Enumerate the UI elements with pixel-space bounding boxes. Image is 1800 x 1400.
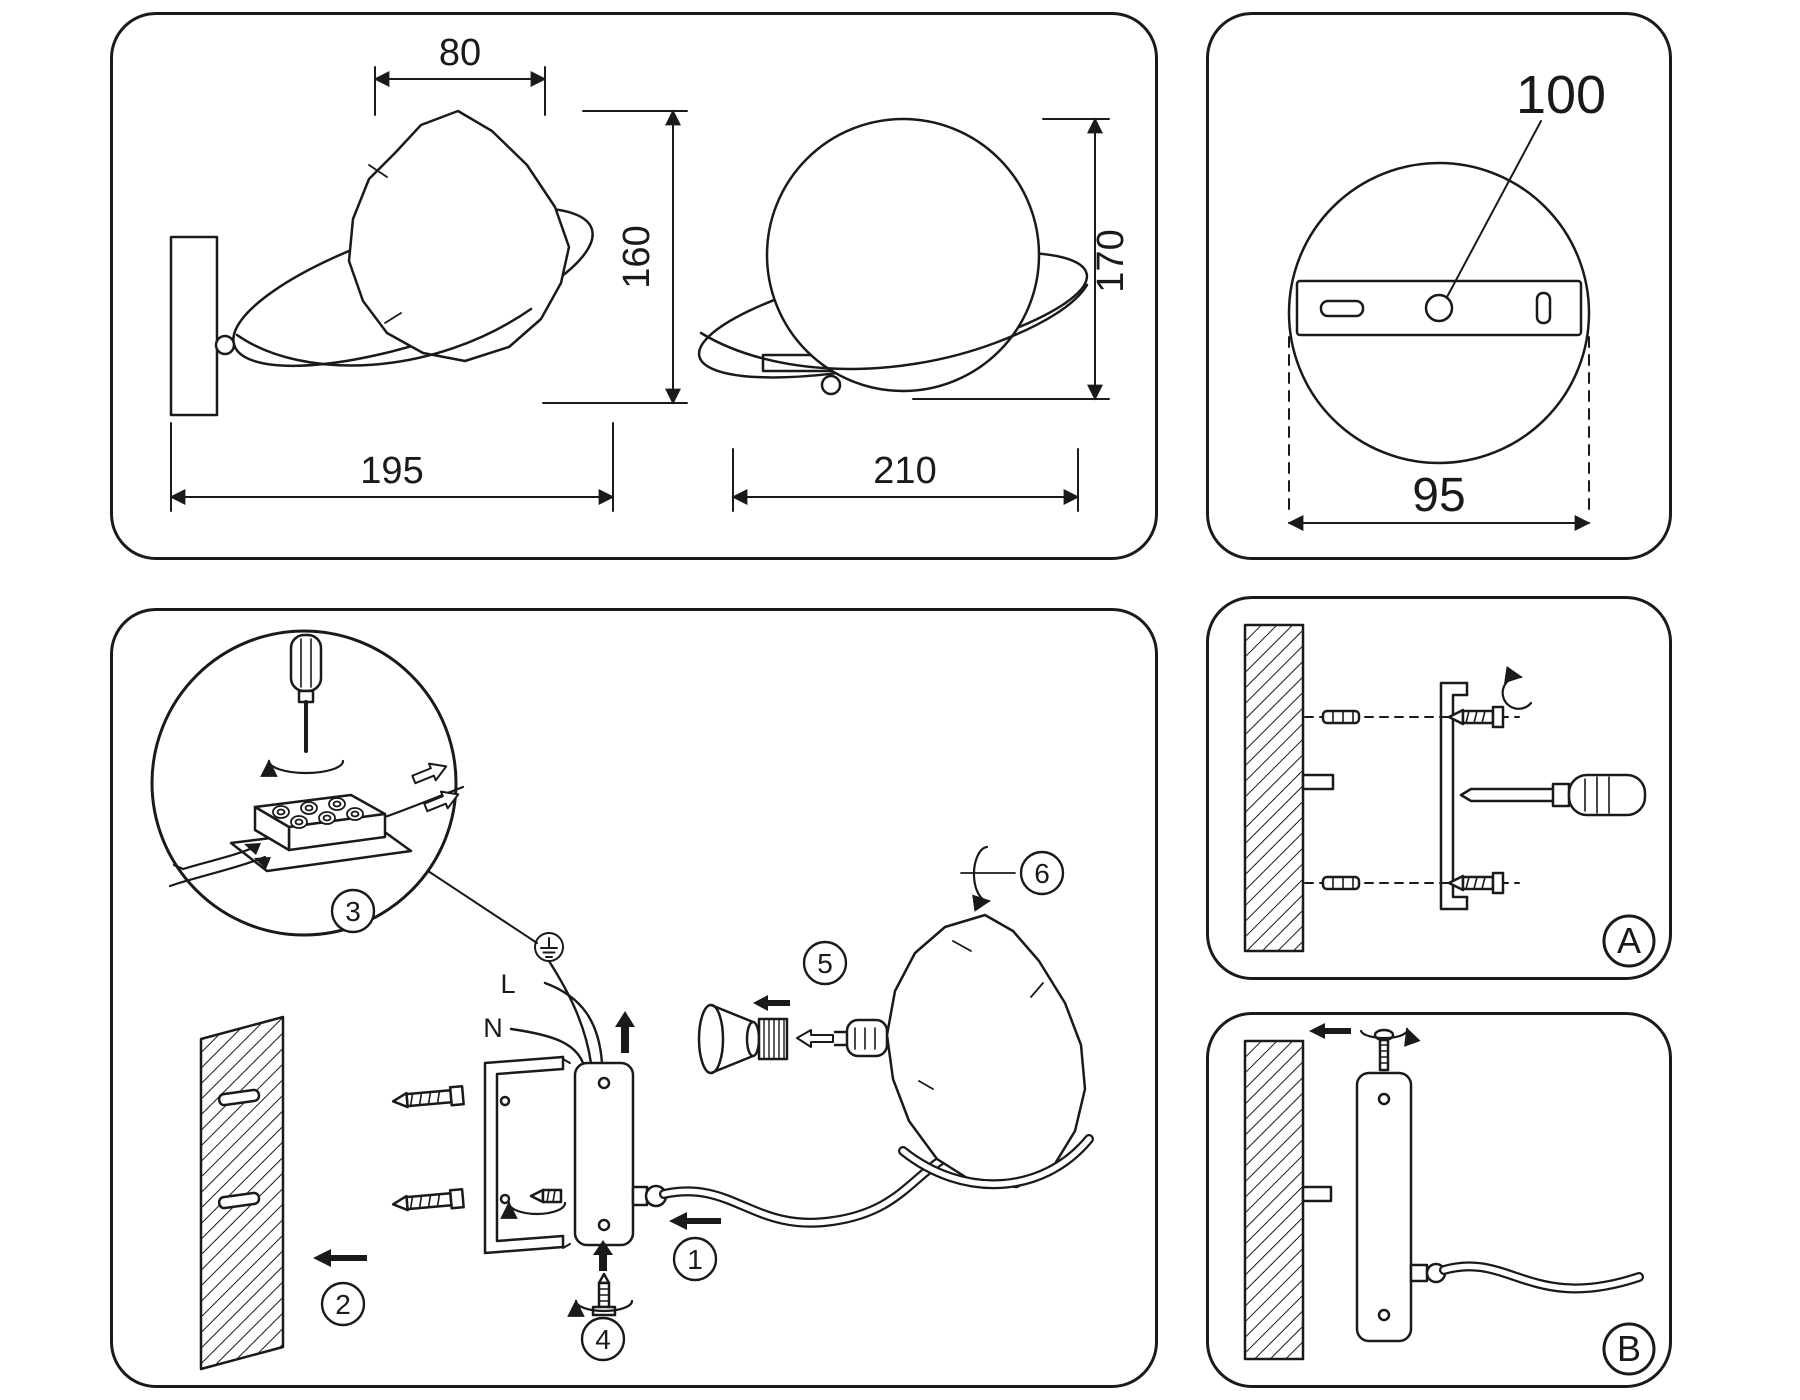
wall-section-a xyxy=(1243,623,1305,953)
wire-arrow-hollow-1 xyxy=(411,762,448,785)
panel-installation: L N 3 2 1 4 5 6 xyxy=(110,608,1158,1388)
ground-icon xyxy=(534,932,564,962)
dim-side-base xyxy=(169,422,615,512)
ring-front-arc xyxy=(235,307,533,367)
wire-arrow-hollow-2 xyxy=(423,790,460,813)
wire-live-label: L xyxy=(500,969,515,999)
dim-label-195: 195 xyxy=(360,450,423,492)
screw-a-top xyxy=(1447,705,1505,729)
detail-a-drawing: A xyxy=(1243,623,1656,968)
rotation-arrow-a xyxy=(1501,665,1533,710)
threaded-socket xyxy=(757,1017,789,1061)
wire-arrow-1 xyxy=(244,843,261,855)
detail-b-drawing: B xyxy=(1243,1023,1656,1376)
step-badge-6 xyxy=(1019,850,1065,896)
mounting-bracket xyxy=(483,1055,576,1255)
step2-arrow-left xyxy=(313,1249,367,1267)
terminal-block xyxy=(229,793,413,873)
step-label-4: 4 xyxy=(595,1324,611,1355)
lamp-arm xyxy=(631,1146,963,1228)
bottom-screw-assembly xyxy=(567,1240,634,1317)
installation-drawing: L N 3 2 1 4 5 6 xyxy=(150,629,1094,1371)
step-badge-1 xyxy=(672,1236,718,1282)
step-label-5: 5 xyxy=(817,948,833,979)
halogen-bulb-icon xyxy=(833,1018,889,1058)
dim-label-170: 170 xyxy=(1090,229,1132,292)
dimensions-drawing: 80 160 195 170 210 xyxy=(169,32,1132,512)
dim-label-80: 80 xyxy=(439,32,481,74)
wire-neutral-label: N xyxy=(483,1013,503,1043)
dim-front-width xyxy=(731,448,1080,512)
magnifier-leader xyxy=(424,868,538,944)
slide-arrow-left xyxy=(1309,1023,1351,1039)
wall-anchor-top xyxy=(1321,709,1361,725)
dim-label-160: 160 xyxy=(616,225,658,288)
ball-joint-front xyxy=(820,374,842,396)
lamp-base-plate xyxy=(573,1061,635,1247)
panel-detail-b: B xyxy=(1206,1012,1672,1388)
lift-arrow-up xyxy=(615,1011,635,1053)
dim-label-210: 210 xyxy=(873,450,936,492)
wall-ledge-b xyxy=(1301,1185,1333,1203)
magnifier-detail xyxy=(150,629,465,937)
panel-dimensions: 80 160 195 170 210 xyxy=(110,12,1158,560)
dim-side-height xyxy=(542,109,688,405)
mounting-screw-bottom xyxy=(391,1187,465,1212)
insert-arrow-small xyxy=(753,995,790,1011)
mounting-plate-drawing: 100 95 xyxy=(1287,65,1606,531)
step-badge-4 xyxy=(580,1316,626,1362)
base-plate-b xyxy=(1355,1071,1413,1343)
plate-label-100: 100 xyxy=(1516,65,1606,125)
screw-a-bottom xyxy=(1447,871,1505,895)
plate-label-95: 95 xyxy=(1412,469,1465,522)
wall-section xyxy=(199,1015,285,1371)
step-badge-5 xyxy=(802,940,848,986)
screwdriver-icon-a xyxy=(1459,773,1647,817)
panel-mounting-plate: 100 95 xyxy=(1206,12,1672,560)
detail-b-label: B xyxy=(1617,1328,1641,1369)
projection-dashes xyxy=(1288,336,1590,518)
step-label-1: 1 xyxy=(687,1244,703,1275)
slot-right xyxy=(1535,291,1552,325)
supply-wires xyxy=(509,959,604,1065)
socket-and-bulb xyxy=(697,995,889,1075)
step-badge-2 xyxy=(320,1281,366,1327)
step-badge-3 xyxy=(330,888,376,934)
ball-joint xyxy=(214,334,236,356)
detail-a-badge xyxy=(1602,914,1656,968)
step-label-6: 6 xyxy=(1034,858,1050,889)
lamp-side-view xyxy=(169,109,594,417)
wall-anchor-bottom xyxy=(1321,875,1361,891)
arm-stub-b xyxy=(1409,1261,1644,1294)
rotation-arrow-6 xyxy=(960,845,1016,912)
center-hole xyxy=(1424,293,1454,323)
detail-b-badge xyxy=(1602,1322,1656,1376)
step-label-3: 3 xyxy=(345,896,361,927)
shade-side xyxy=(347,109,571,363)
wall-section-b xyxy=(1243,1039,1305,1361)
slot-left xyxy=(1319,299,1365,318)
insert-arrow-hollow xyxy=(796,1029,834,1048)
detail-a-label: A xyxy=(1617,920,1641,961)
wall-ledge xyxy=(1301,773,1335,791)
set-screw-rotation xyxy=(500,1188,567,1219)
panel-detail-a: A xyxy=(1206,596,1672,980)
dim-front-height xyxy=(912,117,1110,401)
lamp-front-view xyxy=(697,117,1089,396)
mounting-screw-top xyxy=(391,1084,465,1109)
shade-front xyxy=(765,117,1041,393)
screwdriver-icon xyxy=(289,633,323,753)
ring-front-arc-2 xyxy=(699,283,1089,371)
leader-line xyxy=(1446,120,1542,298)
step1-arrow-left xyxy=(669,1212,721,1230)
dim-side-top xyxy=(373,66,547,116)
rotation-arrow-3 xyxy=(260,759,345,777)
bracket-a xyxy=(1439,681,1469,911)
shade-rock xyxy=(885,913,1094,1190)
wire-arrow-2 xyxy=(254,857,271,869)
top-screw-b xyxy=(1359,1027,1421,1072)
bracket-bar xyxy=(1295,279,1583,337)
step-label-2: 2 xyxy=(335,1289,351,1320)
